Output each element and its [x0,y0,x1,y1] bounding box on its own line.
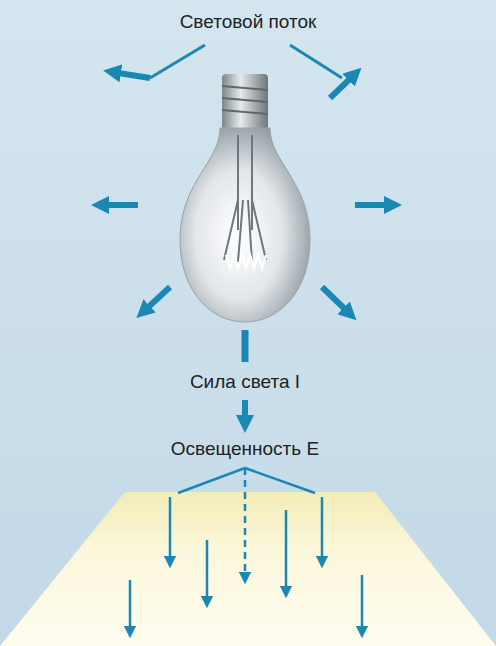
illuminance-arrows [130,468,362,632]
flux-label: Световой поток [180,11,317,33]
light-bulb [180,74,310,322]
illuminance-label: Освещенность E [171,438,319,460]
lit-surface [0,492,496,646]
intensity-label: Сила света I [190,371,300,393]
